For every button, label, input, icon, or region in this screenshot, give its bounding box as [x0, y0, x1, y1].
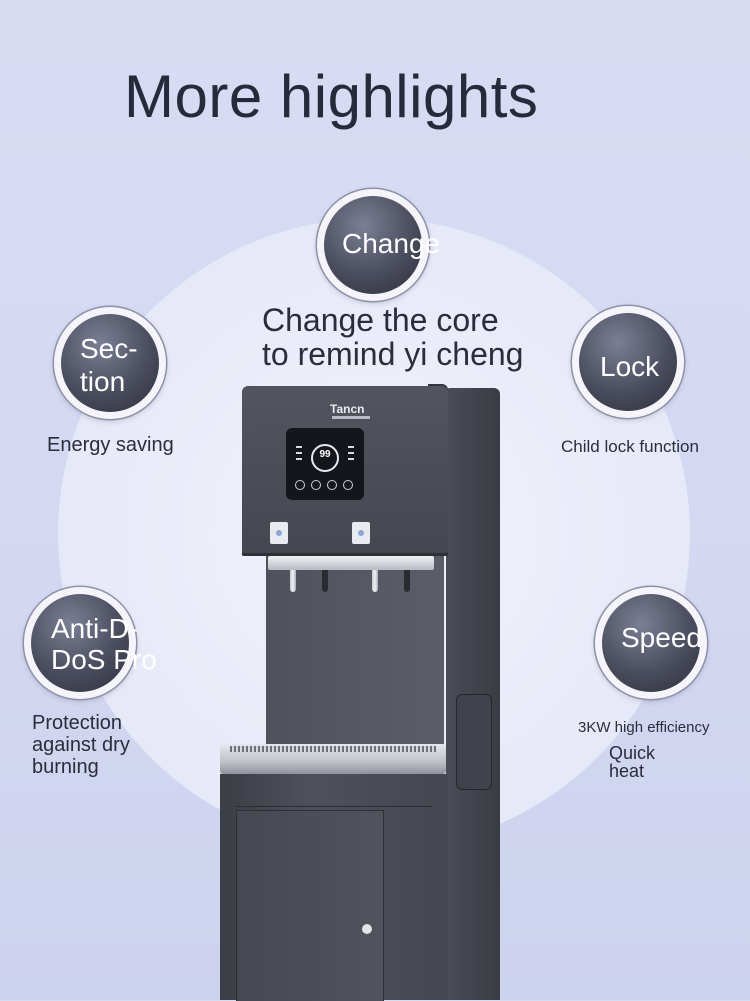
door-lock-icon: [362, 924, 372, 934]
change-badge: Change: [317, 189, 440, 301]
lock-badge: Lock: [572, 306, 684, 418]
section-badge-label-line-2: tion: [80, 366, 126, 397]
speed-badge-label: Speed: [621, 622, 702, 653]
nozzle-bar: [268, 556, 434, 570]
center-caption-line-1: Change the core: [262, 302, 499, 338]
center-caption-line-2: to remind yi cheng: [262, 336, 524, 372]
display-button-3: [327, 480, 337, 490]
hot-tap-label-icon: [270, 522, 288, 544]
display-button-2: [311, 480, 321, 490]
control-display: 99: [286, 428, 364, 500]
anti-caption-line-1: Protection: [32, 712, 123, 734]
speed-caption-line-1: 3KW high efficiency: [578, 719, 710, 736]
cold-tap-label-icon: [352, 522, 370, 544]
anti-caption-line-2: against dry: [32, 734, 130, 756]
speed-caption-line-3: heat: [609, 761, 645, 781]
speed-badge: Speed: [595, 587, 707, 699]
lock-badge-label: Lock: [600, 351, 660, 382]
nozzle-3: [372, 570, 378, 592]
display-button-1: [295, 480, 305, 490]
water-dispenser-image: Tancn 99: [220, 380, 510, 1001]
display-value: 99: [319, 449, 331, 460]
temperature-dial-icon: [311, 444, 339, 472]
anti-caption: Protection against dry burning: [32, 712, 130, 778]
dispenser-head: Tancn 99: [242, 386, 448, 556]
drip-tray-grate: [230, 746, 436, 752]
section-badge: Sec- tion: [54, 307, 166, 419]
change-badge-label: Change: [342, 228, 441, 259]
display-button-4: [343, 480, 353, 490]
page-title: More highlights: [124, 63, 539, 130]
anti-badge-label-line-1: Anti-D-: [51, 613, 139, 644]
center-caption: Change the core to remind yi cheng: [262, 303, 523, 371]
nozzle-1: [290, 570, 296, 592]
speed-caption-quick-heat: Quick heat: [609, 744, 655, 780]
anti-dry-burning-badge: Anti-D- DoS Pro: [24, 587, 157, 699]
section-badge-label-line-1: Sec-: [80, 333, 138, 364]
nozzle-4: [404, 570, 410, 592]
nozzle-2: [322, 570, 328, 592]
cabinet-door: [236, 810, 384, 1001]
section-caption: Energy saving: [47, 434, 174, 456]
dispenser-side-panel: [456, 694, 492, 790]
brand-logo: Tancn: [330, 402, 365, 416]
speed-caption-line-2: Quick: [609, 743, 656, 763]
anti-caption-line-3: burning: [32, 756, 99, 778]
lock-caption: Child lock function: [561, 437, 699, 456]
anti-badge-label-line-2: DoS Pro: [51, 644, 157, 675]
